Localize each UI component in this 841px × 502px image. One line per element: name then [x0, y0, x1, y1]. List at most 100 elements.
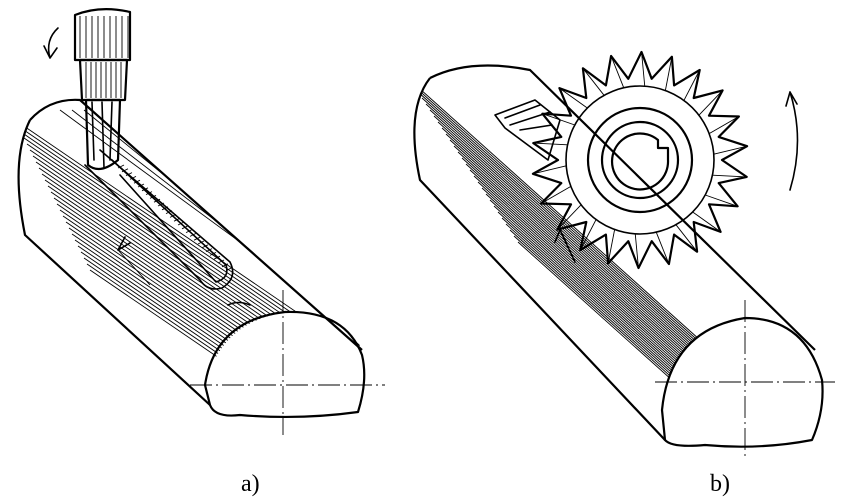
shaft-b-top-edge: [429, 64, 816, 351]
disc-cutter-bore: [611, 132, 670, 191]
shaft-a-top-edge: [29, 98, 363, 351]
disc-tooth-face: [712, 174, 747, 178]
disc-tooth-face: [557, 204, 582, 230]
shaft-a-hatch-line: [47, 185, 360, 402]
slot-a-tick: [137, 183, 145, 188]
slot-a-tick: [153, 198, 161, 203]
rotation-arrow-a: [43, 27, 59, 59]
shaft-b-left-edge: [413, 77, 666, 441]
shaft-a-hatch-line: [68, 227, 360, 405]
end-mill: [43, 8, 132, 171]
shaft-a-hatching: [18, 109, 360, 405]
shaft-b-hatch-line: [437, 121, 729, 383]
shaft-b-end-face: [660, 316, 824, 448]
slot-a-tick: [181, 225, 189, 230]
disc-tooth-face: [705, 194, 738, 207]
disc-cutter-hub-outer: [586, 106, 694, 214]
shaft-a-hatch-line: [65, 221, 360, 405]
disc-tooth-face: [698, 90, 723, 116]
shaft-a-hatch-line: [167, 109, 360, 349]
rotation-arrow-b: [785, 91, 799, 191]
slot-a-tick: [157, 202, 165, 207]
end-mill-collar: [78, 58, 129, 102]
disc-tooth-face: [641, 51, 646, 87]
disc-tooth-face: [683, 69, 701, 101]
shaft-a-hatch-line: [44, 179, 360, 396]
end-mill-collar-lines: [85, 62, 122, 98]
caption-a: a): [241, 471, 260, 497]
slot-a-tick: [197, 240, 205, 245]
feed-arrow-a: [117, 236, 131, 251]
shaft-b-hatch-line: [453, 145, 745, 407]
disc-tooth-face: [582, 68, 605, 96]
slot-a-tick: [125, 172, 133, 177]
shaft-b-hatch-line: [505, 223, 797, 440]
slot-a-tick: [169, 213, 177, 218]
disc-tooth-face: [532, 165, 567, 175]
slot-a-tick: [217, 259, 225, 264]
panel-a: [17, 8, 385, 435]
shaft-b-hatch-line: [477, 181, 769, 440]
shaft-b-hatch-line: [441, 127, 733, 389]
slot-a-floor-ticks: [117, 164, 233, 272]
shaft-a-hatch-line: [56, 203, 360, 405]
slot-a-outline: [84, 149, 234, 290]
shaft-b-hatch-line: [497, 211, 789, 440]
slot-a-tick: [201, 244, 209, 249]
shaft-a-end-face: [203, 310, 366, 419]
disc-tooth-face: [579, 219, 597, 251]
shaft-b-hatch-line: [417, 91, 709, 353]
shaft-b-hatch-line: [425, 103, 717, 365]
shaft-b-hatch-line: [433, 115, 725, 377]
keyway-slot-a: [84, 149, 234, 290]
end-mill-shank-flutes: [79, 16, 129, 58]
panel-b: [413, 50, 835, 460]
disc-tooth-face: [607, 229, 616, 264]
feed-arrow-a-shaft: [117, 249, 151, 286]
slot-a-tick: [129, 175, 137, 180]
shaft-b-hatch-line: [513, 235, 805, 440]
slot-a-tick: [193, 236, 201, 241]
disc-cutter-hub-inner: [600, 120, 680, 200]
shaft-b-hatch-line: [481, 187, 773, 440]
shaft-a-hatch-line: [35, 161, 352, 378]
slot-a-tick: [225, 267, 233, 272]
shaft-a: [17, 98, 385, 435]
shaft-a-hatch-line: [18, 125, 334, 342]
shaft-b-hatch-line: [473, 175, 765, 437]
disc-cutter-outline: [531, 50, 749, 270]
shaft-a-hatch-line: [18, 119, 331, 336]
disc-tooth-face: [664, 56, 673, 91]
slot-a-tick: [209, 251, 217, 256]
keyway-b: [494, 99, 561, 161]
end-mill-shank: [73, 8, 132, 62]
slot-a-tick: [149, 194, 157, 199]
disc-cutter: [531, 50, 799, 270]
shaft-b-hatch-line: [429, 109, 721, 371]
slot-a-tick: [185, 229, 193, 234]
shaft-b-hatch-line: [517, 241, 809, 440]
slot-a-tick: [189, 232, 197, 237]
shaft-b: [413, 64, 835, 460]
disc-tooth-face: [533, 142, 568, 146]
disc-tooth-face: [540, 185, 572, 204]
slot-a-tick: [213, 255, 221, 260]
disc-cutter-teeth: [531, 50, 749, 270]
shaft-b-hatch-line: [414, 79, 701, 341]
slot-a-tick: [173, 217, 181, 222]
disc-tooth-face: [655, 232, 670, 265]
slot-a-tick: [121, 168, 129, 173]
shaft-b-hatch-line: [493, 205, 785, 440]
disc-tooth-face: [610, 55, 625, 88]
slot-a-tick: [177, 221, 185, 226]
shaft-a-shoulder: [227, 301, 251, 306]
disc-tooth-face: [634, 233, 639, 269]
shaft-b-hatching: [414, 79, 809, 440]
end-mill-teeth: [91, 101, 113, 169]
shaft-a-left-edge: [17, 119, 211, 406]
disc-tooth-face: [692, 211, 721, 233]
slot-a-tick: [117, 164, 125, 169]
shaft-b-hatch-line: [501, 217, 793, 440]
shaft-b-hatch-line: [489, 199, 781, 440]
